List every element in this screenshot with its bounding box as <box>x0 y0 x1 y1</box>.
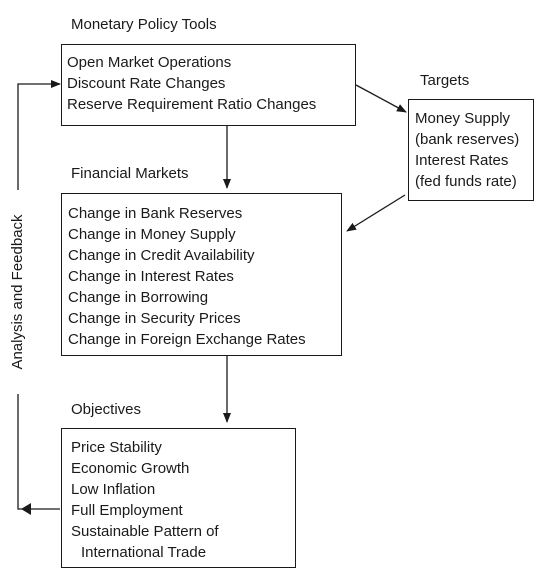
objectives-item: Economic Growth <box>71 460 190 477</box>
markets-item: Change in Foreign Exchange Rates <box>68 331 306 348</box>
objectives-item: Price Stability <box>71 439 162 456</box>
markets-item: Change in Money Supply <box>68 226 236 243</box>
markets-heading: Financial Markets <box>71 165 189 182</box>
tools-heading: Monetary Policy Tools <box>71 16 217 33</box>
markets-box: Change in Bank Reserves Change in Money … <box>61 193 342 356</box>
feedback-label: Analysis and Feedback <box>9 209 27 375</box>
tools-box: Open Market Operations Discount Rate Cha… <box>61 44 356 126</box>
arrow-targets-to-markets <box>346 194 406 232</box>
objectives-item: Low Inflation <box>71 481 156 498</box>
targets-item: (fed funds rate) <box>415 173 517 190</box>
objectives-box: Price Stability Economic Growth Low Infl… <box>61 428 296 568</box>
markets-item: Change in Interest Rates <box>68 268 234 285</box>
objectives-heading: Objectives <box>71 401 142 418</box>
markets-item: Change in Credit Availability <box>68 247 255 264</box>
tools-item: Discount Rate Changes <box>67 75 226 92</box>
tools-item: Reserve Requirement Ratio Changes <box>67 96 317 113</box>
objectives-item: International Trade <box>81 544 207 561</box>
feedback-loop-line-top <box>17 80 61 190</box>
targets-item: Interest Rates <box>415 152 509 169</box>
objectives-item: Full Employment <box>71 502 183 519</box>
objectives-item: Sustainable Pattern of <box>71 523 219 540</box>
targets-box: Money Supply (bank reserves) Interest Ra… <box>408 99 534 201</box>
markets-item: Change in Borrowing <box>68 289 209 306</box>
tools-item: Open Market Operations <box>67 54 232 71</box>
feedback-arrowhead-left <box>21 503 31 515</box>
targets-item: (bank reserves) <box>415 131 520 148</box>
targets-item: Money Supply <box>415 110 511 127</box>
arrow-tools-to-targets <box>355 84 407 113</box>
targets-heading: Targets <box>420 72 470 89</box>
markets-item: Change in Bank Reserves <box>68 205 243 222</box>
feedback-loop-line-bottom <box>17 394 60 510</box>
markets-item: Change in Security Prices <box>68 310 241 327</box>
